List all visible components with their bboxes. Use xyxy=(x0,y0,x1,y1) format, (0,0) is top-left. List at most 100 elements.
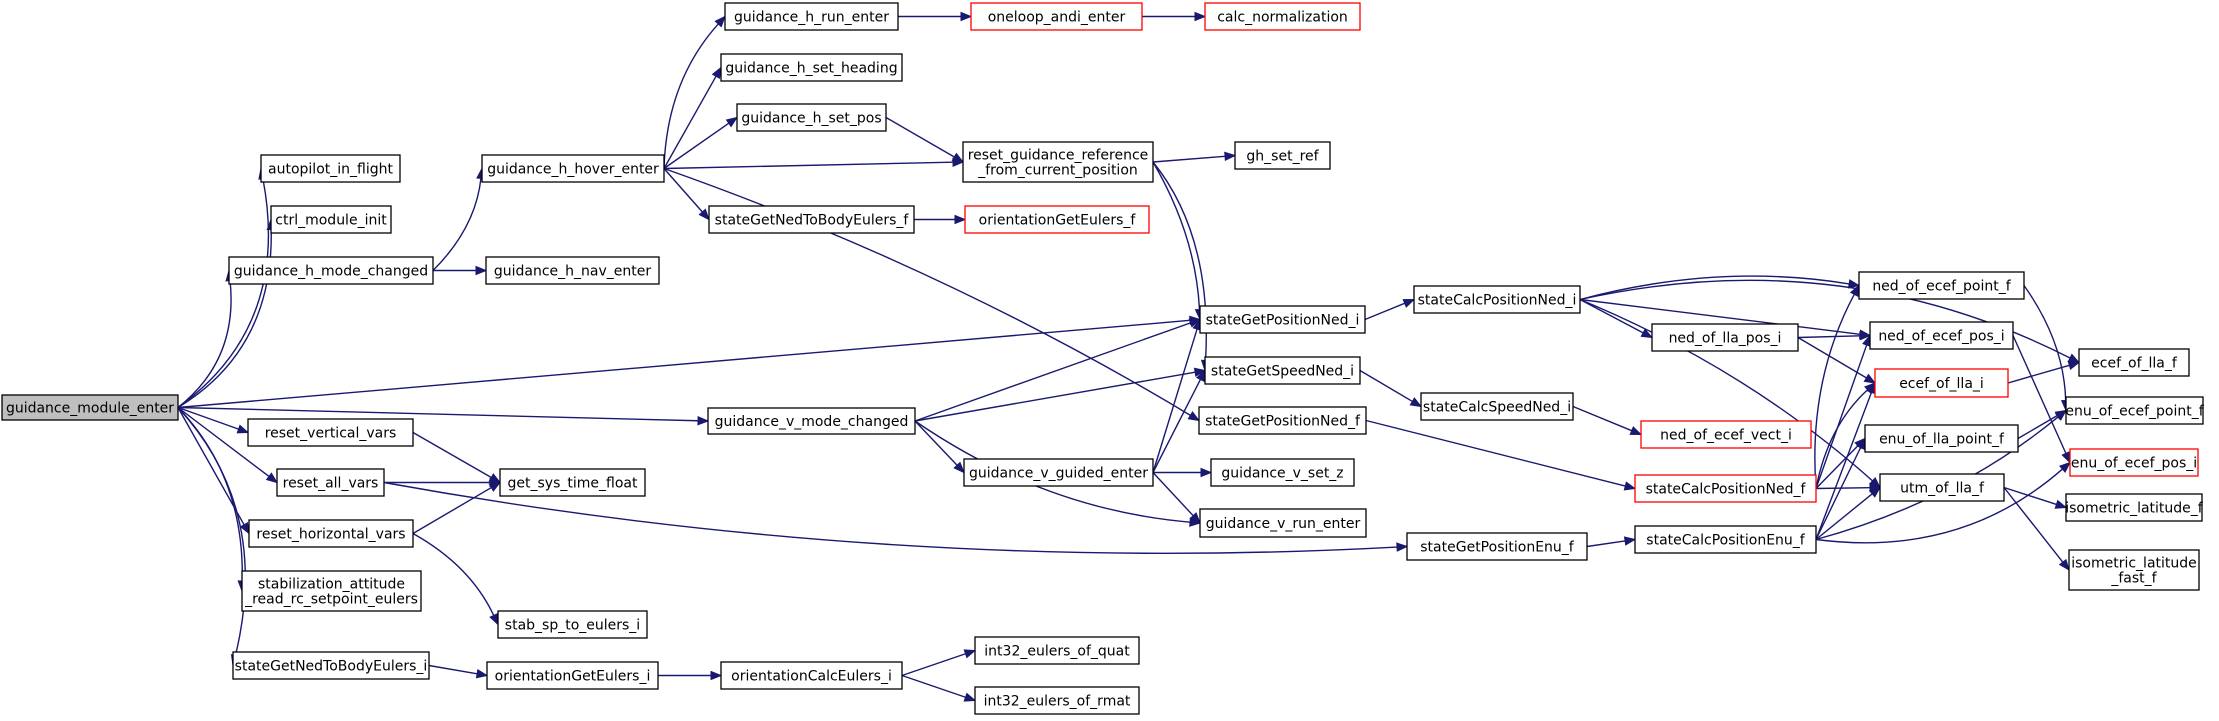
node-sgpef[interactable]: stateGetPositionEnu_f xyxy=(1406,532,1588,561)
node-aif[interactable]: autopilot_in_flight xyxy=(260,154,401,183)
node-box[interactable] xyxy=(481,154,665,183)
node-sgntbef[interactable]: stateGetNedToBodyEulers_f xyxy=(708,205,915,234)
node-box[interactable] xyxy=(276,468,385,497)
node-eoepf[interactable]: enu_of_ecef_point_f xyxy=(2065,396,2205,425)
node-box[interactable] xyxy=(2078,348,2190,377)
node-ghsp[interactable]: guidance_h_set_pos xyxy=(736,103,887,132)
node-box[interactable] xyxy=(963,458,1154,487)
node-box[interactable] xyxy=(974,636,1140,665)
node-box[interactable] xyxy=(1864,424,2019,453)
node-box[interactable] xyxy=(1406,532,1588,561)
node-ieor[interactable]: int32_eulers_of_rmat xyxy=(974,686,1140,715)
node-box[interactable] xyxy=(1413,285,1581,314)
node-box[interactable] xyxy=(1634,474,1817,503)
node-box[interactable] xyxy=(1,394,179,421)
node-box[interactable] xyxy=(724,2,899,31)
node-oae[interactable]: oneloop_andi_enter xyxy=(970,2,1143,31)
node-box[interactable] xyxy=(2065,493,2203,522)
node-gvre[interactable]: guidance_v_run_enter xyxy=(1199,508,1367,538)
node-noepf[interactable]: ned_of_ecef_point_f xyxy=(1858,271,2025,300)
node-sgntbei[interactable]: stateGetNedToBodyEulers_i xyxy=(232,651,430,680)
node-box[interactable] xyxy=(1874,368,2009,398)
node-uolf[interactable]: utm_of_lla_f xyxy=(1879,473,2005,502)
node-eoepi[interactable]: enu_of_ecef_pos_i xyxy=(2069,448,2199,477)
node-box[interactable] xyxy=(1879,473,2005,502)
node-box[interactable] xyxy=(736,103,887,132)
node-scpef[interactable]: stateCalcPositionEnu_f xyxy=(1634,525,1817,554)
node-scpni[interactable]: stateCalcPositionNed_i xyxy=(1413,285,1581,314)
node-sspte[interactable]: stab_sp_to_eulers_i xyxy=(497,610,648,639)
node-box[interactable] xyxy=(707,407,916,435)
node-box[interactable] xyxy=(1634,525,1817,554)
node-box[interactable] xyxy=(720,661,903,690)
node-ghmc[interactable]: guidance_h_mode_changed xyxy=(228,256,434,285)
node-ghne[interactable]: guidance_h_nav_enter xyxy=(485,256,660,285)
node-box[interactable] xyxy=(2068,549,2200,591)
node-box[interactable] xyxy=(1869,321,2014,350)
node-noepi[interactable]: ned_of_ecef_pos_i xyxy=(1869,321,2014,350)
node-scsni[interactable]: stateCalcSpeedNed_i xyxy=(1420,392,1574,421)
node-box[interactable] xyxy=(486,661,659,690)
node-box[interactable] xyxy=(970,2,1143,31)
node-box[interactable] xyxy=(1651,323,1799,352)
node-box[interactable] xyxy=(974,686,1140,715)
node-gme[interactable]: guidance_module_enter xyxy=(1,394,179,421)
node-ocei[interactable]: orientationCalcEulers_i xyxy=(720,661,903,690)
node-box[interactable] xyxy=(248,519,414,548)
node-ieoq[interactable]: int32_eulers_of_quat xyxy=(974,636,1140,665)
node-rgr[interactable]: reset_guidance_reference_from_current_po… xyxy=(962,141,1154,183)
node-box[interactable] xyxy=(1199,305,1366,334)
node-box[interactable] xyxy=(1204,2,1361,31)
node-rvv[interactable]: reset_vertical_vars xyxy=(247,418,414,447)
node-noev[interactable]: ned_of_ecef_vect_i xyxy=(1640,420,1812,449)
node-box[interactable] xyxy=(1199,508,1367,538)
node-ghre[interactable]: guidance_h_run_enter xyxy=(724,2,899,31)
node-gsr[interactable]: gh_set_ref xyxy=(1234,141,1331,170)
node-box[interactable] xyxy=(1198,406,1367,435)
node-scpnf[interactable]: stateCalcPositionNed_f xyxy=(1634,474,1817,503)
node-box[interactable] xyxy=(1234,141,1331,170)
node-box[interactable] xyxy=(228,256,434,285)
node-gstf[interactable]: get_sys_time_float xyxy=(499,468,646,497)
node-rhv[interactable]: reset_horizontal_vars xyxy=(248,519,414,548)
node-rav[interactable]: reset_all_vars xyxy=(276,468,385,497)
node-ogei[interactable]: orientationGetEulers_i xyxy=(486,661,659,690)
node-gvge[interactable]: guidance_v_guided_enter xyxy=(963,458,1154,487)
node-ilff[interactable]: isometric_latitude_fast_f xyxy=(2068,549,2200,591)
node-box[interactable] xyxy=(232,651,430,680)
node-box[interactable] xyxy=(1640,420,1812,449)
node-eolpf[interactable]: enu_of_lla_point_f xyxy=(1864,424,2019,453)
node-box[interactable] xyxy=(708,205,915,234)
node-box[interactable] xyxy=(2069,448,2199,477)
node-box[interactable] xyxy=(241,570,422,612)
node-sarrse[interactable]: stabilization_attitude_read_rc_setpoint_… xyxy=(241,570,422,612)
node-box[interactable] xyxy=(1204,356,1361,385)
node-box[interactable] xyxy=(260,154,401,183)
node-box[interactable] xyxy=(270,205,392,234)
node-box[interactable] xyxy=(720,53,903,82)
node-box[interactable] xyxy=(497,610,648,639)
node-ogef[interactable]: orientationGetEulers_f xyxy=(964,205,1150,234)
node-nolp[interactable]: ned_of_lla_pos_i xyxy=(1651,323,1799,352)
node-box[interactable] xyxy=(2065,396,2204,425)
node-box[interactable] xyxy=(499,468,646,497)
node-ilf[interactable]: isometric_latitude_f xyxy=(2065,493,2204,522)
node-box[interactable] xyxy=(1858,271,2025,300)
node-box[interactable] xyxy=(485,256,660,285)
node-eolf[interactable]: ecef_of_lla_f xyxy=(2078,348,2190,377)
node-box[interactable] xyxy=(1420,392,1574,421)
node-box[interactable] xyxy=(964,205,1150,234)
node-box[interactable] xyxy=(1210,458,1355,487)
node-sgsni[interactable]: stateGetSpeedNed_i xyxy=(1204,356,1361,385)
node-gvsz[interactable]: guidance_v_set_z xyxy=(1210,458,1355,487)
node-sgpni[interactable]: stateGetPositionNed_i xyxy=(1199,305,1366,334)
node-ghhe[interactable]: guidance_h_hover_enter xyxy=(481,154,665,183)
node-gvmc[interactable]: guidance_v_mode_changed xyxy=(707,407,916,435)
node-cn[interactable]: calc_normalization xyxy=(1204,2,1361,31)
node-box[interactable] xyxy=(962,141,1154,183)
node-eoli[interactable]: ecef_of_lla_i xyxy=(1874,368,2009,398)
node-ghsh[interactable]: guidance_h_set_heading xyxy=(720,53,903,82)
node-box[interactable] xyxy=(247,418,414,447)
node-sgpnf[interactable]: stateGetPositionNed_f xyxy=(1198,406,1367,435)
node-cmi[interactable]: ctrl_module_init xyxy=(270,205,392,234)
